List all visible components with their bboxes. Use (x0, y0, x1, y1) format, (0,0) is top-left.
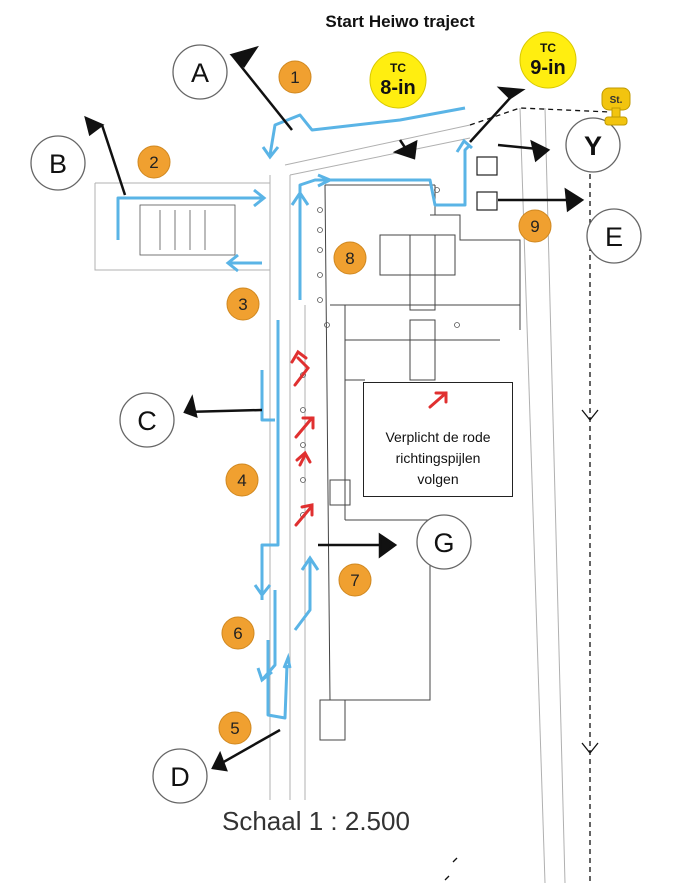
route-number-4: 4 (237, 471, 246, 490)
dashed-track-arrows (581, 409, 599, 755)
checkpoint-circles (30, 44, 642, 804)
checkpoint-b: B (49, 149, 67, 179)
route-number-circles (137, 60, 552, 745)
start-label: St. (610, 95, 623, 106)
instruction-line-2: richtingspijlen (395, 450, 481, 466)
tc-8-label-bottom: 8-in (380, 77, 416, 99)
checkpoint-flags (84, 45, 585, 772)
tc-8-label-top: TC (390, 61, 406, 75)
tc-8-in: TC 8-in (369, 51, 427, 109)
route-number-5: 5 (230, 719, 239, 738)
route-number-3: 3 (238, 295, 247, 314)
route-number-6: 6 (233, 624, 242, 643)
building-2 (139, 204, 236, 256)
instruction-line-1: Verplicht de rode (385, 429, 491, 445)
route-number-1: 1 (290, 68, 299, 87)
control-posts (476, 156, 498, 211)
checkpoint-a: A (191, 58, 209, 88)
tc-9-label-bottom: 9-in (530, 57, 566, 79)
checkpoint-g: G (433, 528, 454, 558)
checkpoint-c: C (137, 406, 157, 436)
instruction-line-3: volgen (417, 471, 459, 487)
route-number-9: 9 (530, 217, 539, 236)
dashed-track (469, 107, 611, 883)
red-arrow-icon (428, 391, 448, 409)
map-title: Start Heiwo traject (325, 12, 475, 31)
checkpoint-d: D (170, 762, 190, 792)
route-number-2: 2 (149, 153, 158, 172)
factory-dots (300, 187, 460, 518)
route-number-7: 7 (350, 571, 359, 590)
mandatory-arrows (290, 349, 315, 527)
tc-9-label-top: TC (540, 41, 556, 55)
route-number-labels: 1 2 3 4 5 6 7 8 9 (149, 68, 539, 738)
checkpoint-e: E (605, 222, 623, 252)
instruction-box: Verplicht de rode richtingspijlen volgen (363, 382, 513, 497)
route-arrowheads (225, 138, 473, 683)
scale-label: Schaal 1 : 2.500 (222, 806, 410, 836)
checkpoint-letters: A B C D E G Y (49, 58, 623, 792)
bottom-dashes (444, 857, 458, 881)
checkpoint-y: Y (584, 131, 602, 161)
factory-buildings (319, 184, 521, 741)
route-number-8: 8 (345, 249, 354, 268)
start-marker: St. (601, 87, 631, 126)
tc-9-in: TC 9-in (519, 31, 577, 89)
